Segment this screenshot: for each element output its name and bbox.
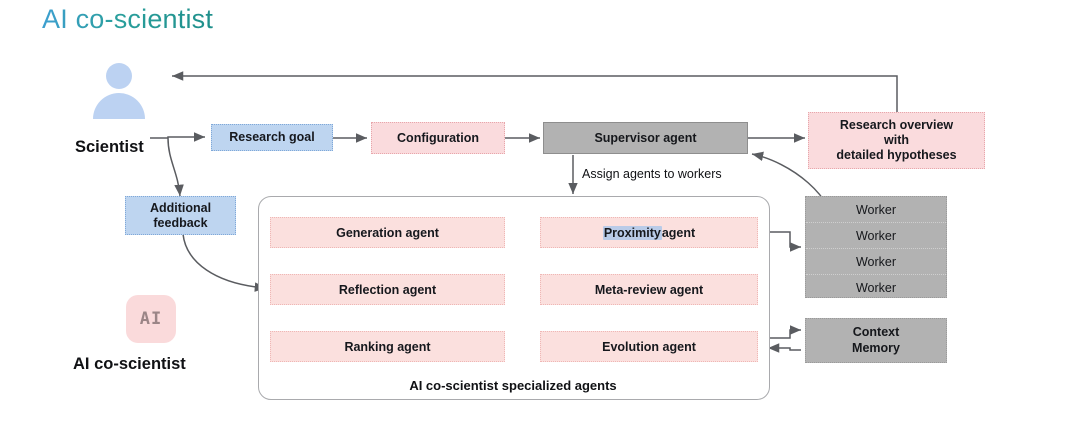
assign-agents-label: Assign agents to workers — [582, 167, 722, 181]
agent-ranking-box[interactable]: Ranking agent — [270, 331, 505, 362]
agent-reflection-box[interactable]: Reflection agent — [270, 274, 505, 305]
worker-item: Worker — [806, 223, 946, 249]
agent-proximity-label-highlight: Proximity — [602, 225, 662, 240]
agent-evolution-box[interactable]: Evolution agent — [540, 331, 758, 362]
scientist-avatar-icon — [93, 63, 145, 119]
context-memory-label-line1: Context — [852, 324, 900, 339]
context-memory-label-line2: Memory — [852, 340, 900, 355]
agent-generation-label: Generation agent — [336, 225, 439, 240]
agent-generation-box[interactable]: Generation agent — [270, 217, 505, 248]
agent-evolution-label: Evolution agent — [602, 339, 696, 354]
scientist-label: Scientist — [75, 138, 144, 156]
avatar-body — [93, 93, 145, 119]
additional-feedback-label-line1: Additional — [149, 200, 212, 215]
worker-item: Worker — [855, 280, 897, 295]
research-overview-label-line1: Research overview — [839, 118, 954, 132]
agent-proximity-label-rest: agent — [661, 225, 696, 240]
configuration-box[interactable]: Configuration — [371, 122, 505, 154]
worker-stack[interactable]: Worker Worker Worker Worker — [805, 196, 947, 298]
supervisor-agent-box[interactable]: Supervisor agent — [543, 122, 748, 154]
research-goal-box[interactable]: Research goal — [211, 124, 333, 151]
research-overview-label-line2: with — [884, 133, 909, 147]
context-memory-box[interactable]: Context Memory — [805, 318, 947, 363]
ai-chip-icon: AI — [126, 295, 176, 343]
research-overview-box[interactable]: Research overview with detailed hypothes… — [808, 112, 985, 169]
agent-proximity-box[interactable]: Proximity agent — [540, 217, 758, 248]
avatar-head — [106, 63, 132, 89]
agent-meta-review-label: Meta-review agent — [594, 282, 704, 297]
research-overview-label-line3: detailed hypotheses — [836, 148, 957, 162]
agent-meta-review-box[interactable]: Meta-review agent — [540, 274, 758, 305]
agent-reflection-label: Reflection agent — [338, 282, 437, 297]
research-goal-label: Research goal — [229, 130, 315, 145]
additional-feedback-box[interactable]: Additional feedback — [125, 196, 236, 235]
ai-coscientist-label: AI co-scientist — [73, 355, 186, 373]
agent-ranking-label: Ranking agent — [344, 339, 431, 354]
page-title: AI co-scientist — [42, 4, 214, 34]
worker-item: Worker — [806, 197, 946, 223]
worker-item: Worker — [806, 249, 946, 275]
agents-panel-caption: AI co-scientist specialized agents — [409, 378, 617, 393]
supervisor-agent-label: Supervisor agent — [594, 131, 697, 145]
additional-feedback-label-line2: feedback — [153, 215, 208, 230]
configuration-label: Configuration — [397, 130, 479, 145]
